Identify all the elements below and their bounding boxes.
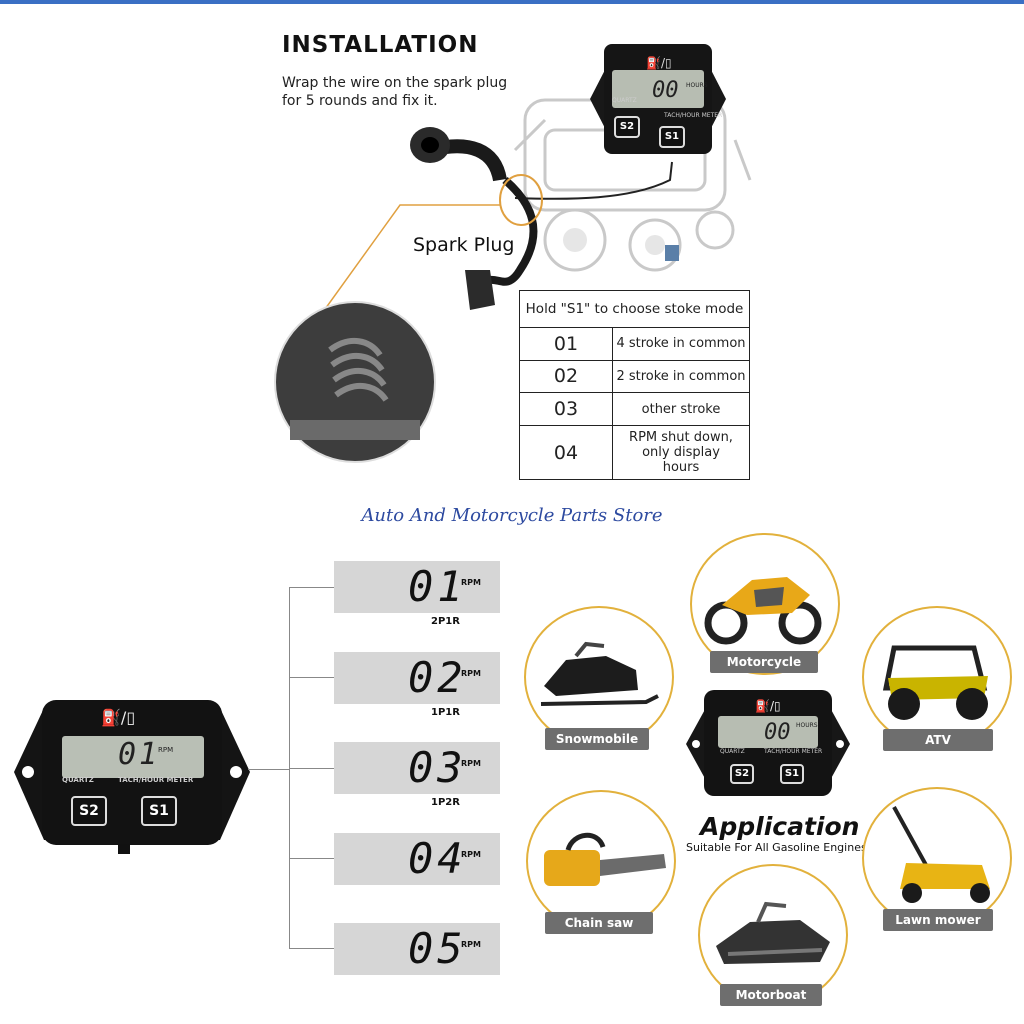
app-chainsaw-circle bbox=[526, 790, 676, 932]
mode-caption: 2P1R bbox=[431, 616, 460, 627]
meter-top-model: TACH/HOUR METER bbox=[664, 112, 723, 119]
mode-display-unit: RPM bbox=[461, 850, 481, 859]
mode-display-value: 01 bbox=[408, 562, 467, 611]
stroke-mode-header: Hold "S1" to choose stoke mode bbox=[519, 290, 750, 328]
meter-large-quartz: QUARTZ bbox=[62, 776, 94, 784]
app-motorboat-circle bbox=[698, 864, 848, 1006]
meter-large-model: TACH/HOUR METER bbox=[118, 776, 194, 784]
mode-code: 04 bbox=[519, 425, 613, 480]
app-snowmobile-circle bbox=[524, 606, 674, 748]
mode-caption: 1P1R bbox=[431, 707, 460, 718]
meter-top-display: 00 bbox=[652, 78, 679, 103]
app-atv-circle bbox=[862, 606, 1012, 748]
meter-top-s1-button[interactable]: S1 bbox=[659, 126, 685, 148]
meter-center-s1-button[interactable]: S1 bbox=[780, 764, 804, 784]
app-label-lawnmower: Lawn mower bbox=[883, 909, 993, 931]
mode-display-unit: RPM bbox=[461, 759, 481, 768]
app-label-atv: ATV bbox=[883, 729, 993, 751]
motorboat-icon bbox=[716, 901, 830, 964]
bracket-tick bbox=[289, 677, 335, 678]
mode-desc: 2 stroke in common bbox=[612, 359, 750, 394]
connector-line bbox=[248, 769, 290, 770]
mode-display-unit: RPM bbox=[461, 940, 481, 949]
lawnmower-icon bbox=[892, 806, 990, 903]
meter-large-display: 01 bbox=[118, 737, 161, 772]
bracket-tick bbox=[289, 948, 335, 949]
app-label-motorboat: Motorboat bbox=[720, 984, 822, 1006]
bracket-tick bbox=[289, 587, 335, 588]
atv-icon bbox=[882, 645, 988, 720]
top-accent-bar bbox=[0, 0, 1024, 4]
meter-large-unit: RPM bbox=[158, 746, 174, 754]
meter-center-unit: HOURS bbox=[796, 722, 818, 729]
mode-display-unit: RPM bbox=[461, 578, 481, 587]
mode-caption: 1P2R bbox=[431, 797, 460, 808]
mode-display-05: 05 RPM bbox=[334, 923, 500, 975]
spark-plug-label: Spark Plug bbox=[413, 234, 515, 256]
motorcycle-icon bbox=[704, 577, 822, 645]
mode-display-02: 02 RPM bbox=[334, 652, 500, 704]
meter-center-model: TACH/HOUR METER bbox=[764, 748, 823, 755]
meter-large-s1-button[interactable]: S1 bbox=[141, 796, 177, 826]
meter-large-s2-button[interactable]: S2 bbox=[71, 796, 107, 826]
meter-large-icons: ⛽/▯ bbox=[101, 708, 136, 727]
meter-top-icons: ⛽/▯ bbox=[646, 56, 672, 70]
application-title: Application bbox=[700, 812, 860, 841]
mode-code: 03 bbox=[519, 392, 613, 426]
mode-display-value: 03 bbox=[408, 743, 467, 792]
app-label-chainsaw: Chain saw bbox=[545, 912, 653, 934]
application-subtitle: Suitable For All Gasoline Engines bbox=[686, 841, 867, 854]
app-label-motorcycle: Motorcycle bbox=[710, 651, 818, 673]
mode-display-01: 01 RPM bbox=[334, 561, 500, 613]
app-label-snowmobile: Snowmobile bbox=[545, 728, 649, 750]
chainsaw-icon bbox=[544, 832, 666, 886]
mode-code: 01 bbox=[519, 327, 613, 361]
meter-center-display: 00 bbox=[764, 720, 791, 745]
installation-title: INSTALLATION bbox=[282, 32, 479, 58]
meter-top-unit: HOURS bbox=[686, 82, 708, 89]
mode-display-value: 05 bbox=[408, 924, 467, 973]
mode-display-unit: RPM bbox=[461, 669, 481, 678]
store-name: Auto And Motorcycle Parts Store bbox=[361, 505, 663, 526]
snowmobile-icon bbox=[540, 641, 659, 706]
meter-center-quartz: QUARTZ bbox=[720, 748, 745, 755]
mode-display-04: 04 RPM bbox=[334, 833, 500, 885]
mode-display-value: 02 bbox=[408, 653, 467, 702]
meter-top-quartz: QUARTZ bbox=[612, 97, 637, 104]
installation-instruction: Wrap the wire on the spark plug for 5 ro… bbox=[282, 75, 508, 109]
mode-desc: RPM shut down, only display hours bbox=[612, 425, 750, 480]
mode-desc: 4 stroke in common bbox=[612, 327, 750, 361]
bracket-tick bbox=[289, 768, 335, 769]
spark-plug-illustration bbox=[274, 127, 673, 463]
mode-code: 02 bbox=[519, 359, 613, 394]
meter-top-s2-button[interactable]: S2 bbox=[614, 116, 640, 138]
app-lawnmower-circle bbox=[862, 787, 1012, 929]
meter-center-s2-button[interactable]: S2 bbox=[730, 764, 754, 784]
mode-display-value: 04 bbox=[408, 834, 467, 883]
bracket-tick bbox=[289, 858, 335, 859]
meter-center-icons: ⛽/▯ bbox=[755, 699, 781, 713]
mode-desc: other stroke bbox=[612, 392, 750, 426]
mode-display-03: 03 RPM bbox=[334, 742, 500, 794]
